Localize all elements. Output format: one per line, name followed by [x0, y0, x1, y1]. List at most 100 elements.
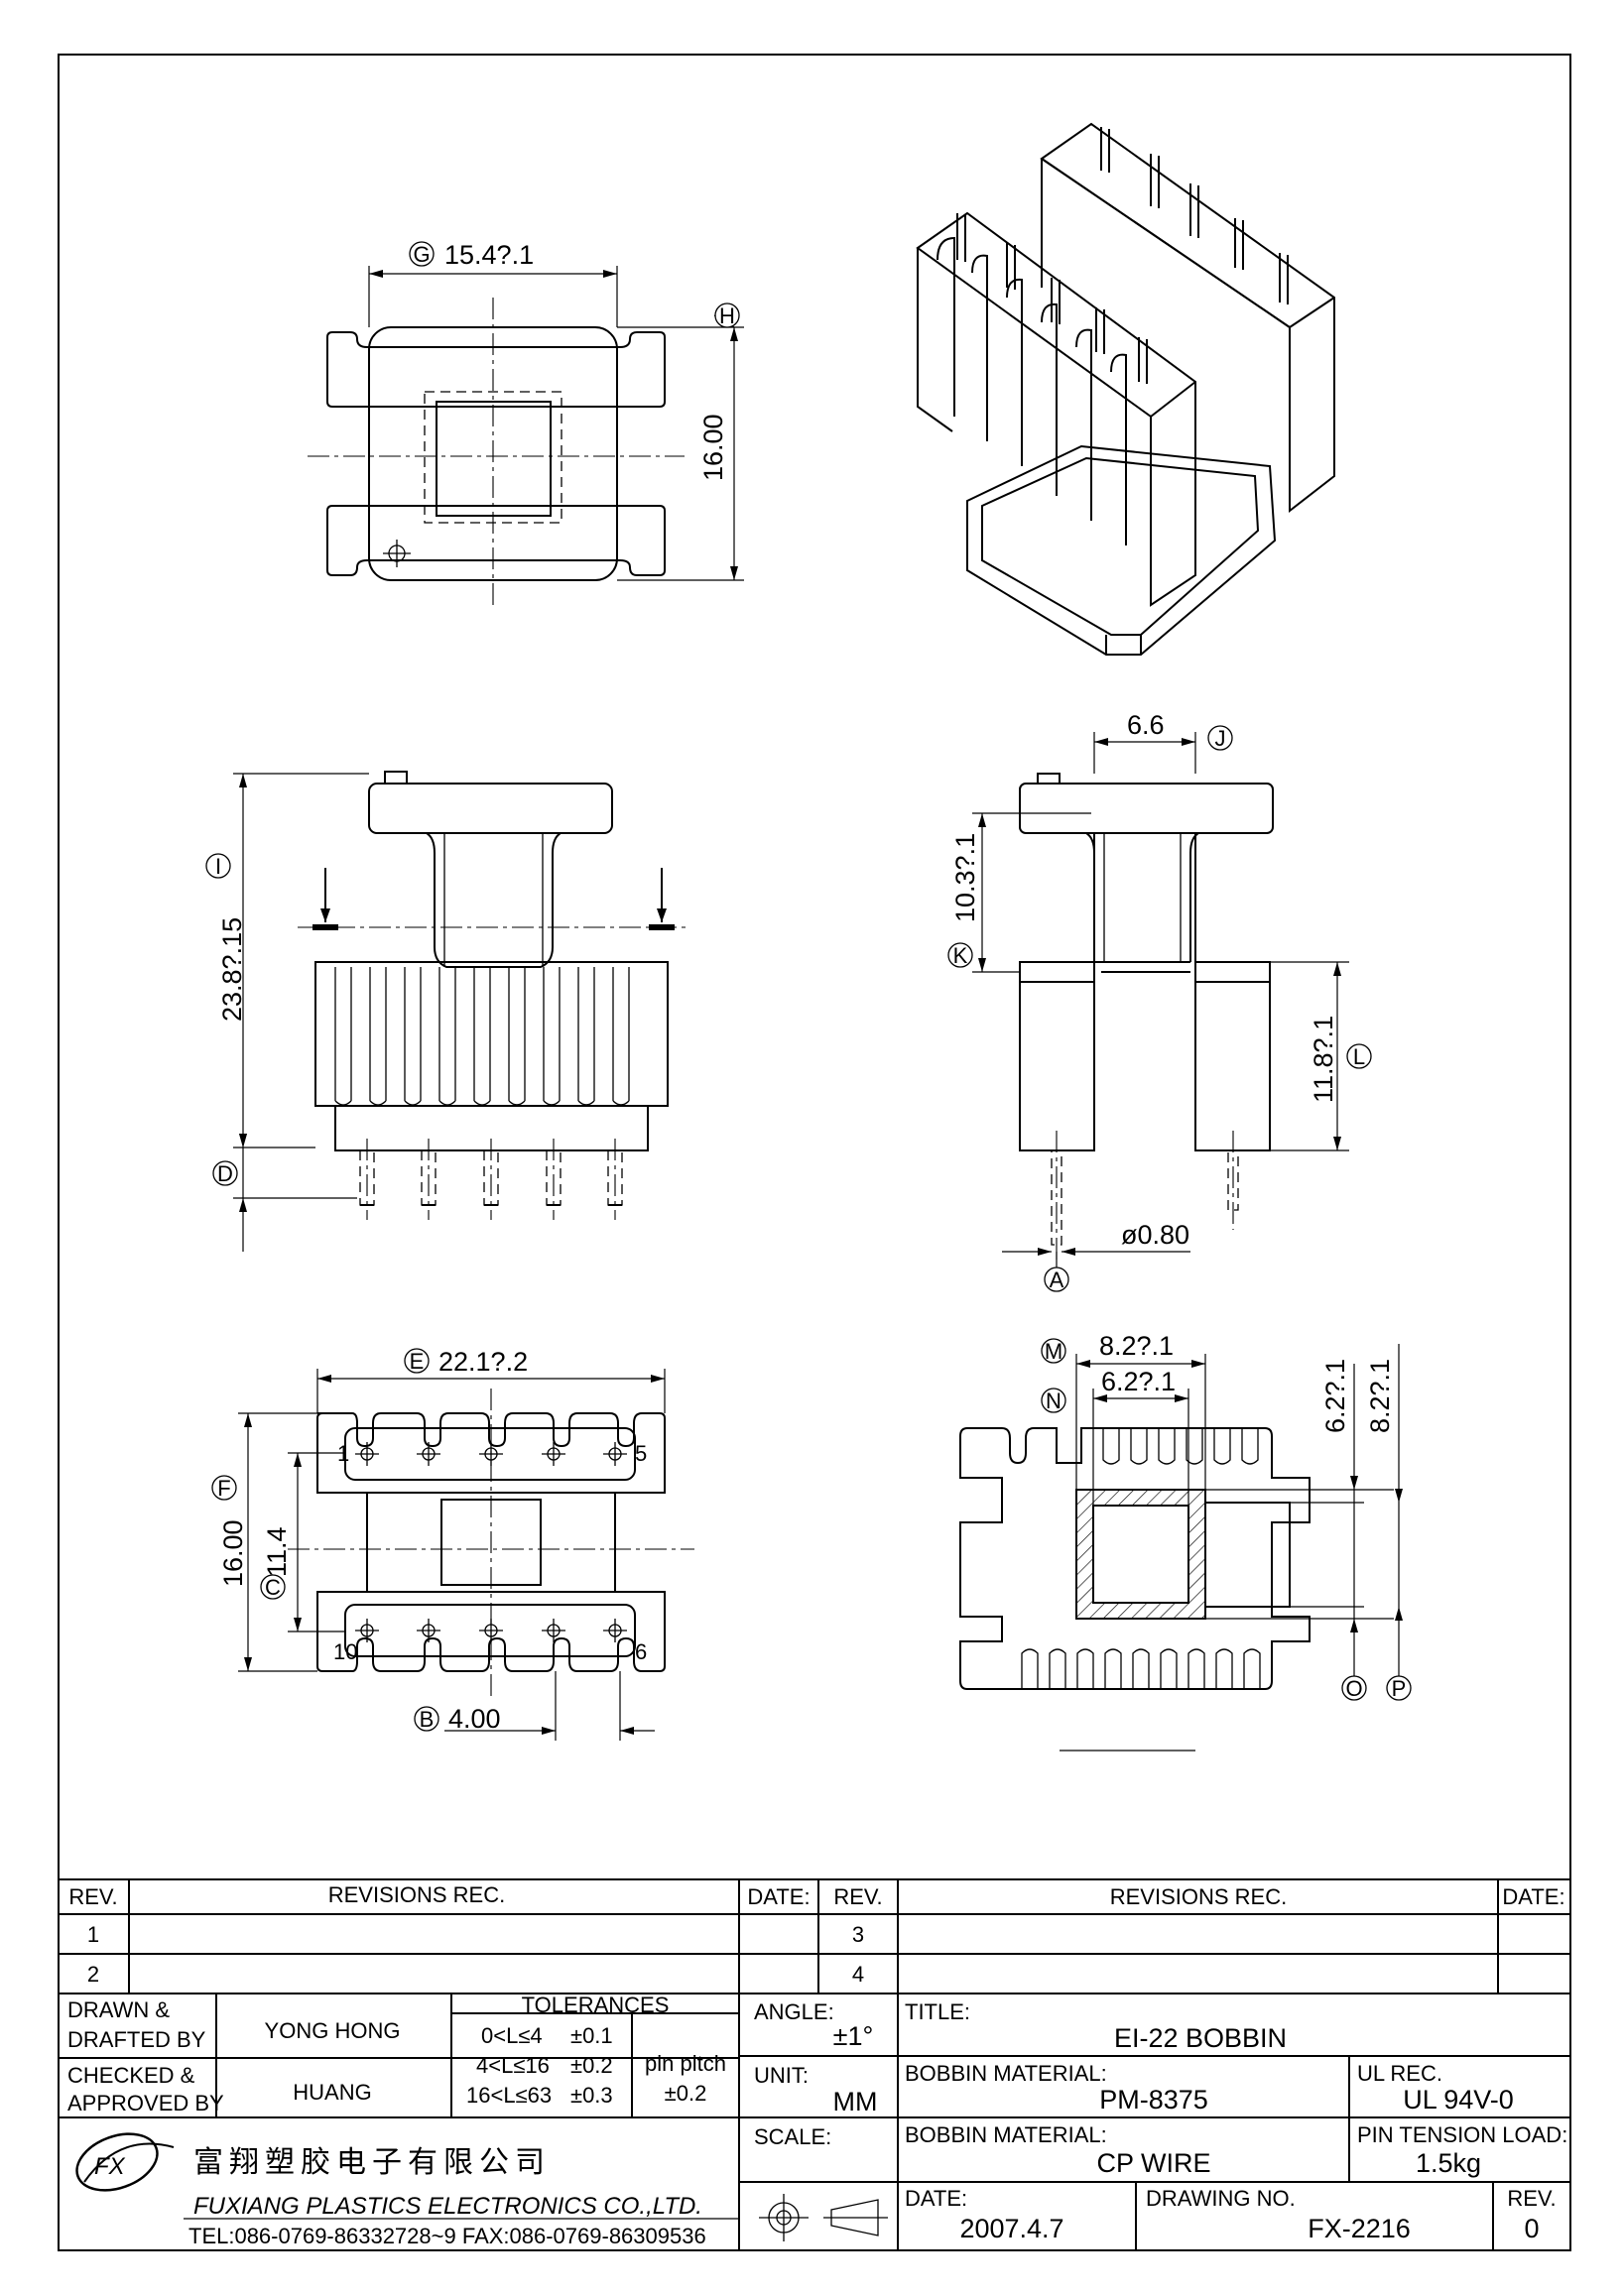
- section-tooth: [1049, 1648, 1066, 1689]
- tol-value-3: ±0.3: [570, 2083, 613, 2108]
- dim-o-balloon: O: [1345, 1676, 1362, 1701]
- dim-j-balloon: J: [1215, 726, 1226, 751]
- rec-header-right: REVISIONS REC.: [1110, 1884, 1287, 1909]
- dim-l-value: 11.8?.1: [1309, 1016, 1338, 1103]
- checked-label: CHECKED &: [67, 2063, 195, 2088]
- section-tooth: [1104, 1648, 1122, 1689]
- bobbin-material-value: PM-8375: [1099, 2085, 1208, 2115]
- dim-c-value: 11.4: [262, 1526, 292, 1577]
- tol-range-1: 0<L≤4: [481, 2023, 543, 2048]
- logo-text: FX: [94, 2153, 126, 2180]
- tol-range-2: 4<L≤16: [476, 2053, 550, 2078]
- dim-b-balloon: B: [420, 1707, 435, 1732]
- angle-value: ±1°: [833, 2021, 874, 2051]
- section-tooth: [1243, 1648, 1261, 1689]
- section-tooth: [1241, 1428, 1259, 1465]
- unit-value: MM: [833, 2087, 878, 2116]
- company-logo: FX: [75, 2132, 175, 2192]
- dim-a-value: ø0.80: [1121, 1220, 1189, 1250]
- company-name-cn: 富翔塑胶电子有限公司: [193, 2146, 551, 2179]
- bobbin-material2-label: BOBBIN MATERIAL:: [905, 2122, 1107, 2147]
- section-view: 8.2?.1 M 6.2?.1 N 6.2?.1 O 8.2?.1 P: [959, 1331, 1412, 1752]
- fin-slot: [508, 967, 526, 1106]
- sheet-border: [58, 54, 1571, 2251]
- rev-value: 0: [1524, 2214, 1539, 2243]
- pin-pitch-tol: ±0.2: [665, 2081, 707, 2106]
- dim-b-value: 4.00: [448, 1704, 501, 1734]
- dim-m-balloon: M: [1045, 1339, 1062, 1364]
- fin-slot: [473, 967, 491, 1106]
- tol-range-3: 16<L≤63: [466, 2083, 552, 2108]
- pin-label-6: 6: [635, 1639, 647, 1664]
- dim-e-balloon: E: [410, 1349, 425, 1374]
- dim-i-balloon: I: [215, 854, 221, 879]
- fin-slot: [404, 967, 422, 1106]
- isometric-view: [916, 122, 1335, 656]
- unit-label: UNIT:: [754, 2063, 809, 2088]
- section-tooth: [1130, 1428, 1148, 1465]
- bottom-view: 1 5 10 6 E 22.1?.2 F 16.00 11.4 C B: [211, 1347, 694, 1741]
- dim-h-value: 16.00: [698, 414, 728, 481]
- dim-g-balloon: G: [413, 242, 430, 267]
- section-tooth: [1186, 1428, 1203, 1465]
- dim-e-value: 22.1?.2: [438, 1347, 528, 1377]
- fin-slot: [334, 967, 352, 1106]
- rev-label: REV.: [1507, 2186, 1556, 2211]
- fin-slot: [543, 967, 561, 1106]
- rec-header-left: REVISIONS REC.: [328, 1882, 505, 1907]
- front-view: I 23.8?.15 D: [205, 771, 689, 1252]
- dim-i-value: 23.8?.15: [217, 917, 247, 1022]
- section-tooth: [1102, 1428, 1120, 1465]
- dim-p-value: 8.2?.1: [1365, 1359, 1395, 1433]
- bobbin-material-label: BOBBIN MATERIAL:: [905, 2061, 1107, 2086]
- dim-n-balloon: N: [1046, 1389, 1062, 1413]
- section-tooth: [1076, 1648, 1094, 1689]
- dim-h-balloon: H: [719, 303, 735, 328]
- dim-m-value: 8.2?.1: [1099, 1331, 1174, 1361]
- section-tooth: [1021, 1648, 1039, 1689]
- section-tooth: [1132, 1648, 1150, 1689]
- date-header-left: DATE:: [747, 1884, 810, 1909]
- dim-k-value: 10.3?.1: [950, 833, 980, 922]
- dim-g-value: 15.4?.1: [444, 240, 534, 270]
- fin-slot: [577, 967, 595, 1106]
- rev-header-left: REV.: [68, 1884, 117, 1909]
- fin-slot: [612, 967, 630, 1106]
- rev-header-right: REV.: [833, 1884, 882, 1909]
- dim-c-balloon: C: [265, 1575, 281, 1600]
- rev-row-2: 2: [87, 1962, 99, 1987]
- dim-j-value: 6.6: [1127, 710, 1165, 740]
- title-block: REV. REVISIONS REC. DATE: REV. REVISIONS…: [59, 1878, 1570, 2250]
- drawing-no-label: DRAWING NO.: [1146, 2186, 1296, 2211]
- pin-tension-label: PIN TENSION LOAD:: [1357, 2122, 1567, 2147]
- pin-label-5: 5: [635, 1441, 647, 1466]
- rev-row-3: 3: [852, 1922, 864, 1947]
- rev-row-4: 4: [852, 1962, 864, 1987]
- rev-row-1: 1: [87, 1922, 99, 1947]
- dim-f-value: 16.00: [218, 1519, 248, 1587]
- drawing-no-value: FX-2216: [1308, 2214, 1411, 2243]
- dim-a-balloon: A: [1050, 1268, 1064, 1292]
- tolerances-header: TOLERANCES: [522, 1993, 670, 2017]
- approved-by: HUANG: [293, 2080, 371, 2105]
- approved-label: APPROVED BY: [67, 2091, 224, 2115]
- tol-value-2: ±0.2: [570, 2053, 613, 2078]
- pin-label-10: 10: [333, 1639, 357, 1664]
- ul-rec-label: UL REC.: [1357, 2061, 1442, 2086]
- dim-f-balloon: F: [217, 1476, 230, 1501]
- dim-n-value: 6.2?.1: [1101, 1367, 1176, 1396]
- section-tooth: [1215, 1648, 1233, 1689]
- bobbin-material2-value: CP WIRE: [1096, 2148, 1210, 2178]
- fin-slot: [438, 967, 456, 1106]
- pin-tension-value: 1.5kg: [1416, 2148, 1481, 2178]
- title-value: EI-22 BOBBIN: [1114, 2023, 1287, 2053]
- date-value: 2007.4.7: [959, 2214, 1063, 2243]
- projection-symbol-icon: [759, 2194, 888, 2241]
- dim-l-balloon: L: [1353, 1044, 1365, 1069]
- dim-p-balloon: P: [1392, 1676, 1407, 1701]
- section-tooth: [1187, 1648, 1205, 1689]
- title-label: TITLE:: [905, 1999, 970, 2024]
- drawn-by: YONG HONG: [265, 2018, 401, 2043]
- dim-o-value: 6.2?.1: [1320, 1359, 1350, 1433]
